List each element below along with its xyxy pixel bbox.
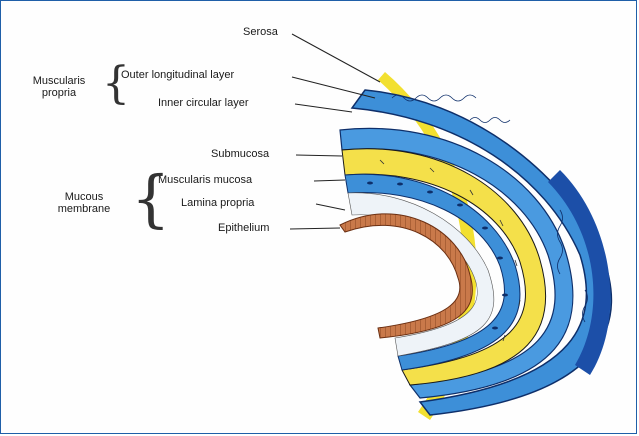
brace-mucous-membrane: { bbox=[131, 168, 170, 230]
group-mucous-membrane-line1: Mucous bbox=[44, 191, 124, 203]
label-submucosa: Submucosa bbox=[211, 148, 269, 160]
group-muscularis-propria: Muscularis propria bbox=[24, 75, 94, 99]
group-mucous-membrane-line2: membrane bbox=[44, 203, 124, 215]
group-mucous-membrane: Mucous membrane bbox=[44, 191, 124, 215]
label-lamina-propria: Lamina propria bbox=[181, 197, 254, 209]
label-inner-circular-layer: Inner circular layer bbox=[158, 97, 248, 109]
label-serosa: Serosa bbox=[243, 26, 278, 38]
label-epithelium: Epithelium bbox=[218, 222, 269, 234]
group-muscularis-propria-line1: Muscularis bbox=[24, 75, 94, 87]
label-muscularis-mucosa: Muscularis mucosa bbox=[158, 174, 252, 186]
label-outer-longitudinal-layer: Outer longitudinal layer bbox=[121, 69, 234, 81]
group-muscularis-propria-line2: propria bbox=[24, 87, 94, 99]
brace-muscularis-propria: { bbox=[102, 62, 130, 106]
